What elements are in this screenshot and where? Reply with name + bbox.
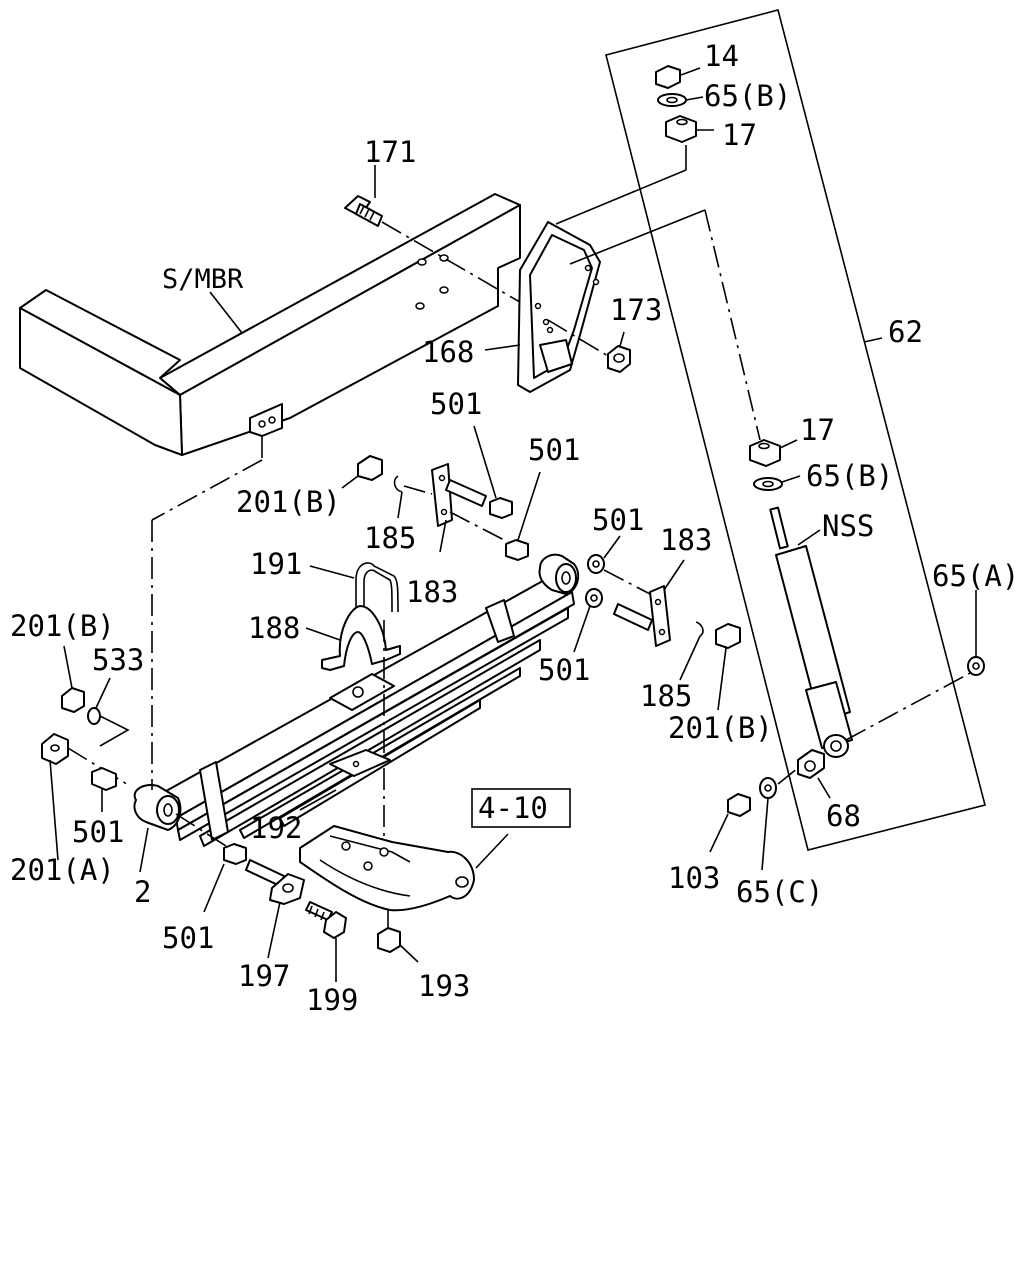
label-533: 533 — [92, 643, 144, 677]
snap-ring-185-upper — [393, 475, 433, 519]
label-171: 171 — [364, 135, 416, 169]
label-201b-left: 201(B) — [10, 609, 115, 643]
label-103: 103 — [668, 861, 720, 895]
label-2: 2 — [134, 875, 151, 909]
bushing-17-top — [665, 115, 714, 143]
bushing-501-rear-a — [587, 535, 621, 574]
bushing-17-mid — [704, 209, 798, 467]
nut-201b-upper — [341, 455, 383, 489]
leaf-spring-2 — [133, 436, 580, 873]
label-197: 197 — [238, 959, 290, 993]
label-501-f: 501 — [162, 921, 214, 955]
bolt-197 — [245, 859, 305, 959]
snap-ring-185-rear — [679, 621, 704, 681]
label-nss: NSS — [822, 509, 874, 543]
nut-201b-rear — [715, 623, 741, 711]
bolt-171 — [344, 165, 526, 306]
shackle-183-upper — [431, 463, 509, 553]
label-65c: 65(C) — [736, 875, 823, 909]
label-501-c: 501 — [592, 503, 644, 537]
label-17-top: 17 — [722, 118, 757, 152]
labels: 14 65(B) 17 171 S/MBR 168 173 62 17 65(B… — [10, 39, 1019, 1017]
label-65a-right: 65(A) — [932, 559, 1019, 593]
label-68: 68 — [826, 799, 861, 833]
bushing-68 — [797, 749, 831, 799]
label-501-a: 501 — [430, 387, 482, 421]
washer-65c — [759, 767, 799, 871]
nut-14 — [655, 65, 701, 89]
label-side-member: S/MBR — [162, 264, 244, 295]
nut-173 — [547, 319, 631, 373]
label-183-b: 183 — [660, 523, 712, 557]
spring-seat-4-10 — [299, 788, 571, 930]
label-173: 173 — [610, 293, 662, 327]
u-bolt-191 — [309, 562, 399, 613]
shock-absorber-nss — [769, 506, 973, 758]
label-183-a: 183 — [406, 575, 458, 609]
label-201b-b: 201(B) — [668, 711, 773, 745]
nut-103 — [709, 793, 751, 853]
bolt-199 — [305, 901, 347, 982]
nut-193 — [377, 927, 419, 963]
label-65b-top: 65(B) — [704, 79, 791, 113]
label-501-e: 501 — [72, 815, 124, 849]
washer-65b-mid — [753, 475, 801, 491]
label-201b-a: 201(B) — [236, 485, 341, 519]
label-65b-mid: 65(B) — [806, 459, 893, 493]
label-192: 192 — [250, 811, 302, 845]
label-193: 193 — [418, 969, 470, 1003]
bushing-501-rear-b — [573, 588, 603, 653]
washer-201a — [41, 733, 131, 861]
label-188: 188 — [248, 611, 300, 645]
label-199: 199 — [306, 983, 358, 1017]
bushing-501-left — [91, 767, 117, 812]
bushing-501-front — [175, 813, 247, 913]
label-14: 14 — [704, 39, 739, 73]
label-501-d: 501 — [538, 653, 590, 687]
spring-pad-188 — [305, 605, 401, 671]
side-member-frame — [19, 193, 521, 456]
plate-192 — [299, 749, 391, 811]
label-ref-4-10: 4-10 — [478, 791, 548, 825]
shock-absorber-group-outline — [605, 9, 986, 851]
label-191: 191 — [250, 547, 302, 581]
label-185-a: 185 — [364, 521, 416, 555]
washer-533 — [87, 677, 130, 747]
washer-65a-right — [967, 590, 985, 676]
nut-201b-left — [61, 645, 85, 713]
shock-bracket-168 — [484, 145, 706, 393]
label-185-b: 185 — [640, 679, 692, 713]
label-17-mid: 17 — [800, 413, 835, 447]
shackle-183-rear — [603, 559, 685, 647]
label-201a: 201(A) — [10, 853, 115, 887]
washer-65b-top — [657, 93, 704, 107]
label-62: 62 — [888, 315, 923, 349]
label-501-b: 501 — [528, 433, 580, 467]
bushing-501-upper-b — [505, 471, 541, 561]
bushing-501-upper-a — [473, 425, 513, 519]
label-168: 168 — [422, 335, 474, 369]
